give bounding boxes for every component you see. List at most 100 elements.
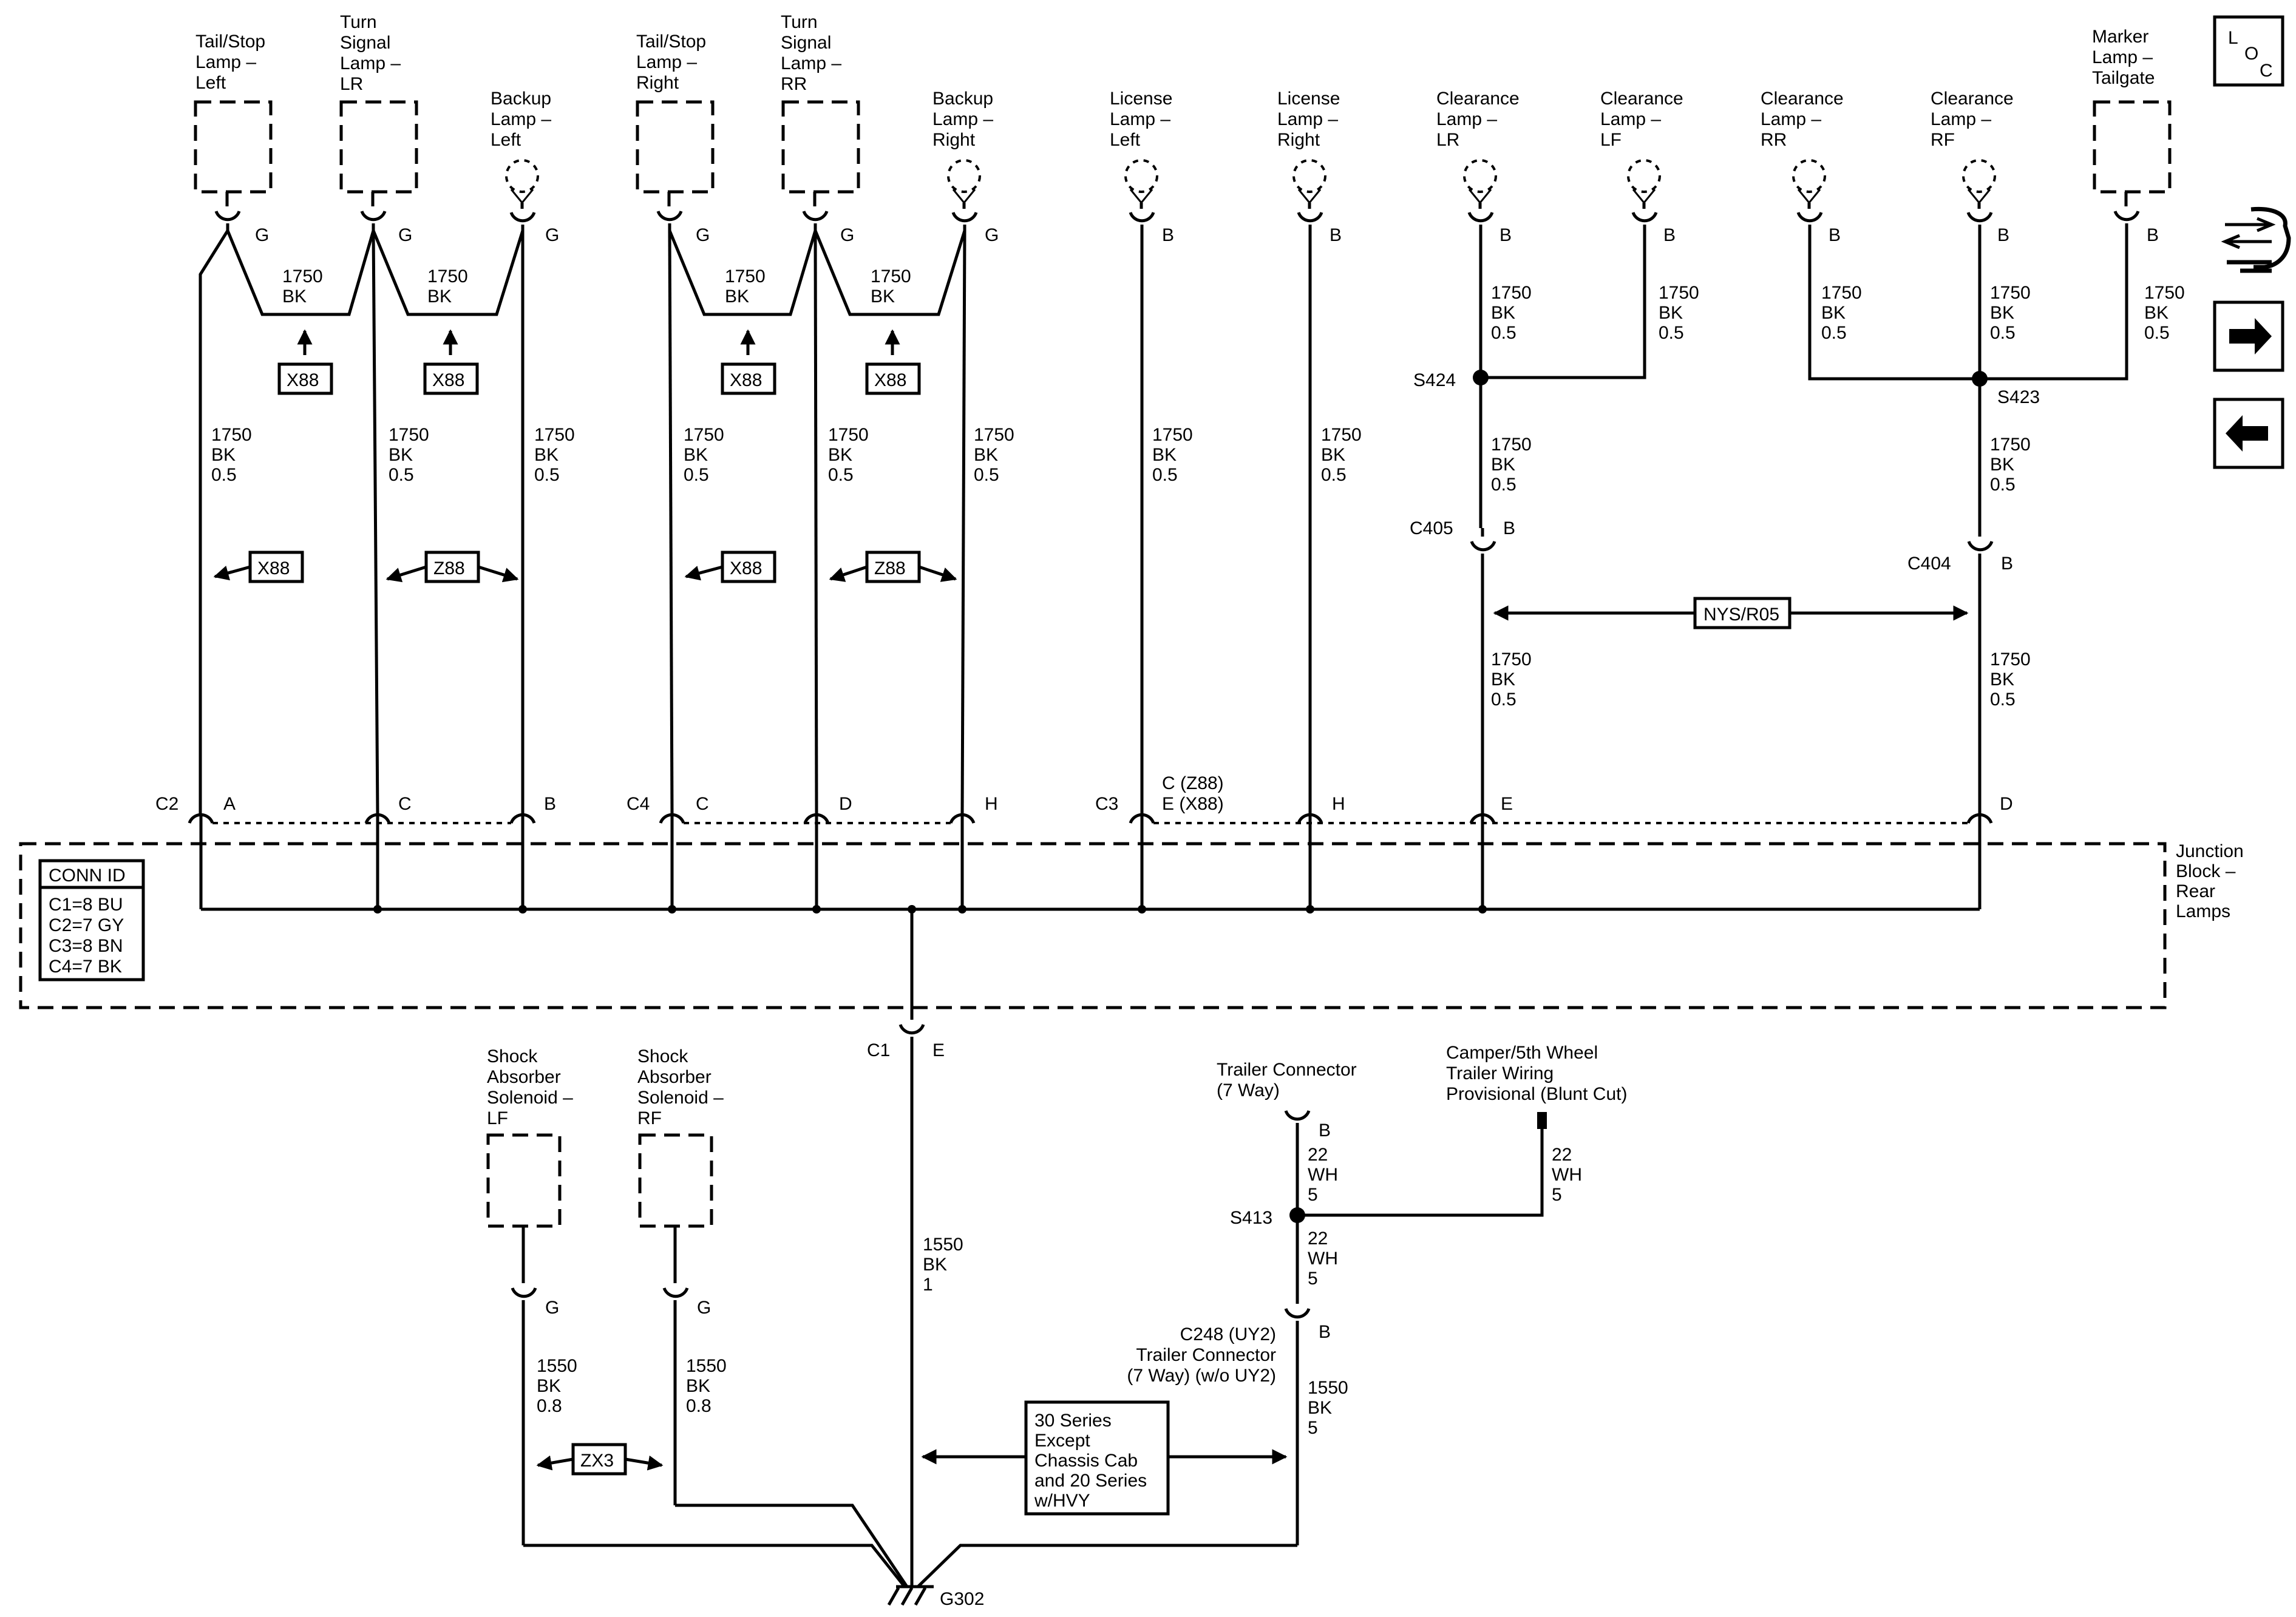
shock-solenoid-rf[interactable] bbox=[638, 1133, 713, 1505]
svg-text:BK: BK bbox=[1491, 303, 1515, 323]
camper-5th-wheel-wiring[interactable]: Camper/5th Wheel Trailer Wiring Provisio… bbox=[1297, 1043, 1627, 1217]
marker-lamp-tailgate[interactable] bbox=[2093, 100, 2172, 231]
svg-text:1750: 1750 bbox=[1491, 649, 1532, 670]
svg-text:Right: Right bbox=[636, 73, 679, 93]
note-30-series: 30 Series Except Chassis Cab and 20 Seri… bbox=[921, 1400, 1288, 1516]
svg-text:Right: Right bbox=[932, 130, 976, 150]
license-left-label: License Lamp – Left bbox=[1110, 89, 1172, 150]
svg-text:Junction: Junction bbox=[2176, 841, 2244, 861]
svg-text:C1=8 BU: C1=8 BU bbox=[49, 895, 123, 915]
connector-c404[interactable]: C404 B bbox=[1907, 526, 2013, 574]
shock-solenoid-lf[interactable] bbox=[486, 1133, 562, 1545]
ground-g302: G302 bbox=[523, 1503, 1297, 1609]
license-lamp-right[interactable] bbox=[1292, 159, 1326, 231]
backup-lamp-left[interactable] bbox=[505, 159, 539, 231]
connector-c248[interactable]: C248 (UY2) Trailer Connector (7 Way) (w/… bbox=[1127, 1292, 1331, 1545]
svg-text:C4=7 BK: C4=7 BK bbox=[49, 957, 122, 977]
svg-text:Left: Left bbox=[195, 73, 226, 93]
option-z88-1: Z88 bbox=[385, 551, 519, 583]
svg-text:C3=8 BN: C3=8 BN bbox=[49, 936, 123, 956]
svg-text:0.5: 0.5 bbox=[1990, 690, 2016, 710]
svg-text:1750: 1750 bbox=[974, 425, 1014, 445]
svg-text:C248 (UY2): C248 (UY2) bbox=[1180, 1324, 1276, 1344]
loc-icon[interactable]: L O C bbox=[2213, 15, 2284, 87]
trailer-wire-specs: 22 WH 5 22 WH 5 22 WH 5 1550 BK 5 bbox=[1308, 1145, 1582, 1438]
svg-text:1750: 1750 bbox=[1152, 425, 1193, 445]
svg-text:1550: 1550 bbox=[686, 1356, 727, 1376]
turn-signal-lamp-lr[interactable] bbox=[339, 100, 418, 231]
connector-c405[interactable]: C405 B bbox=[1410, 518, 1515, 566]
svg-text:BK: BK bbox=[923, 1255, 947, 1275]
svg-text:0.5: 0.5 bbox=[1491, 323, 1517, 343]
clearance-lamp-rf[interactable] bbox=[1962, 159, 1996, 231]
clearance-lamp-rr[interactable] bbox=[1792, 159, 1826, 231]
svg-text:G: G bbox=[545, 1298, 559, 1318]
svg-text:1750: 1750 bbox=[211, 425, 252, 445]
svg-text:Clearance: Clearance bbox=[1436, 89, 1520, 109]
svg-text:G: G bbox=[255, 225, 269, 245]
svg-text:C405: C405 bbox=[1410, 518, 1453, 538]
clearance-lamp-lf[interactable] bbox=[1627, 159, 1661, 231]
svg-text:Chassis Cab: Chassis Cab bbox=[1034, 1451, 1138, 1471]
svg-text:B: B bbox=[1829, 225, 1841, 245]
svg-text:1550: 1550 bbox=[923, 1235, 963, 1255]
license-lamp-left[interactable] bbox=[1124, 159, 1158, 231]
junction-pin-labels: C2 A C B C4 C D H C3 C (Z88) E (X88) H E… bbox=[155, 773, 2013, 814]
svg-text:5: 5 bbox=[1308, 1269, 1318, 1289]
svg-text:0.5: 0.5 bbox=[1152, 465, 1178, 485]
next-page-button[interactable] bbox=[2213, 300, 2284, 372]
svg-text:0.5: 0.5 bbox=[1491, 475, 1517, 495]
backup-lamp-right[interactable] bbox=[947, 159, 981, 231]
conn-id-table: CONN ID C1=8 BU C2=7 GY C3=8 BN C4=7 BK bbox=[38, 859, 145, 981]
svg-text:BK: BK bbox=[2144, 303, 2169, 323]
svg-text:LR: LR bbox=[340, 74, 363, 94]
svg-text:Signal: Signal bbox=[781, 33, 831, 53]
component-locator-icon[interactable] bbox=[2221, 206, 2291, 273]
svg-text:Lamp –: Lamp – bbox=[491, 109, 551, 129]
junction-block-rear-lamps[interactable] bbox=[19, 842, 2167, 1009]
trailer-connector-7-way[interactable]: Trailer Connector (7 Way) B bbox=[1217, 1060, 1357, 1292]
clearance-lamp-lr[interactable] bbox=[1463, 159, 1497, 231]
svg-text:BK: BK bbox=[828, 445, 852, 465]
svg-text:Lamp –: Lamp – bbox=[1761, 109, 1821, 129]
svg-text:1750: 1750 bbox=[427, 266, 468, 286]
svg-text:Clearance: Clearance bbox=[1761, 89, 1844, 109]
option-x88-upper-1: X88 bbox=[277, 329, 333, 395]
svg-text:D: D bbox=[839, 794, 852, 814]
svg-text:BK: BK bbox=[1308, 1398, 1332, 1418]
svg-text:Shock: Shock bbox=[637, 1046, 688, 1066]
svg-text:1750: 1750 bbox=[1990, 649, 2031, 670]
svg-text:0.5: 0.5 bbox=[684, 465, 709, 485]
svg-text:5: 5 bbox=[1552, 1185, 1562, 1205]
svg-text:BK: BK bbox=[1821, 303, 1846, 323]
svg-text:X88: X88 bbox=[257, 558, 290, 578]
svg-text:0.8: 0.8 bbox=[686, 1396, 712, 1416]
turn-signal-lamp-rr[interactable] bbox=[781, 100, 860, 231]
svg-text:B: B bbox=[1500, 225, 1512, 245]
svg-text:Signal: Signal bbox=[340, 33, 390, 53]
marker-tailgate-label: Marker Lamp – Tailgate bbox=[2092, 27, 2155, 88]
connector-c1[interactable]: C1 E bbox=[867, 1006, 945, 1587]
svg-text:Provisional (Blunt Cut): Provisional (Blunt Cut) bbox=[1446, 1084, 1627, 1104]
tail-stop-right-label: Tail/Stop Lamp – Right bbox=[636, 32, 706, 93]
svg-text:Trailer Connector: Trailer Connector bbox=[1136, 1345, 1276, 1365]
internal-ground-bus bbox=[199, 845, 1982, 1006]
svg-text:H: H bbox=[1332, 794, 1345, 814]
previous-page-button[interactable] bbox=[2213, 398, 2284, 469]
svg-text:0.5: 0.5 bbox=[828, 465, 854, 485]
svg-text:5: 5 bbox=[1308, 1418, 1318, 1438]
svg-text:G: G bbox=[696, 225, 710, 245]
svg-text:Except: Except bbox=[1034, 1431, 1090, 1451]
svg-text:Absorber: Absorber bbox=[487, 1067, 561, 1087]
svg-text:Right: Right bbox=[1277, 130, 1320, 150]
svg-text:5: 5 bbox=[1308, 1185, 1318, 1205]
svg-text:Absorber: Absorber bbox=[637, 1067, 712, 1087]
tail-stop-lamp-left[interactable] bbox=[194, 100, 273, 231]
svg-text:B: B bbox=[1330, 225, 1342, 245]
tail-stop-lamp-right[interactable] bbox=[636, 100, 715, 231]
svg-text:C: C bbox=[398, 794, 412, 814]
svg-text:Trailer Wiring: Trailer Wiring bbox=[1446, 1063, 1554, 1083]
svg-text:B: B bbox=[544, 794, 556, 814]
svg-text:Solenoid –: Solenoid – bbox=[637, 1088, 724, 1108]
